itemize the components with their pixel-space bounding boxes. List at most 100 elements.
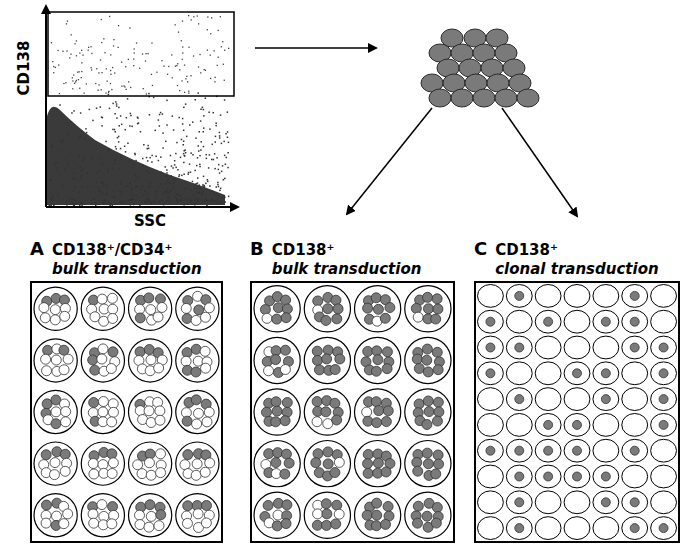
event-dot bbox=[179, 69, 180, 70]
event-dot bbox=[197, 200, 199, 202]
event-dot bbox=[133, 164, 135, 166]
event-dot bbox=[142, 53, 143, 54]
event-dot bbox=[207, 179, 209, 181]
event-dot bbox=[224, 99, 226, 101]
well bbox=[593, 285, 619, 308]
event-dot bbox=[108, 92, 109, 93]
well bbox=[176, 442, 219, 485]
event-dot bbox=[53, 72, 54, 73]
cell bbox=[434, 459, 444, 469]
well bbox=[593, 491, 619, 514]
event-dot bbox=[177, 169, 179, 171]
event-dot bbox=[181, 200, 183, 202]
well bbox=[564, 388, 590, 411]
cell bbox=[371, 366, 381, 376]
event-dot bbox=[75, 199, 77, 201]
event-dot bbox=[145, 60, 146, 61]
event-dot bbox=[64, 169, 66, 171]
cell bbox=[312, 417, 322, 427]
cell bbox=[544, 317, 553, 326]
well bbox=[405, 492, 451, 538]
event-dot bbox=[147, 160, 149, 162]
well bbox=[81, 339, 124, 382]
event-dot bbox=[191, 189, 193, 191]
event-dot bbox=[145, 202, 147, 204]
event-dot bbox=[211, 200, 213, 202]
cell bbox=[107, 519, 117, 529]
event-dot bbox=[139, 204, 141, 206]
event-dot bbox=[185, 103, 187, 105]
well bbox=[651, 310, 677, 333]
event-dot bbox=[185, 199, 187, 201]
event-dot bbox=[223, 141, 225, 143]
panel: CCD138⁺clonal transduction bbox=[474, 238, 680, 543]
event-dot bbox=[98, 187, 100, 189]
event-dot bbox=[129, 125, 131, 127]
event-dot bbox=[202, 194, 204, 196]
cell bbox=[381, 519, 391, 529]
cell bbox=[330, 398, 340, 408]
event-dot bbox=[189, 201, 191, 203]
event-dot bbox=[137, 185, 139, 187]
event-dot bbox=[135, 160, 137, 162]
event-dot bbox=[113, 39, 114, 40]
event-dot bbox=[199, 184, 201, 186]
well bbox=[535, 439, 561, 462]
cell bbox=[422, 448, 432, 458]
event-dot bbox=[75, 202, 77, 204]
event-dot bbox=[104, 52, 105, 53]
well bbox=[535, 517, 561, 540]
event-dot bbox=[191, 203, 193, 205]
cell bbox=[323, 304, 333, 314]
well bbox=[81, 287, 124, 330]
event-dot bbox=[220, 114, 222, 116]
event-dot bbox=[160, 183, 162, 185]
cell bbox=[156, 468, 166, 478]
event-dot bbox=[109, 16, 110, 17]
cell bbox=[544, 472, 553, 481]
event-dot bbox=[166, 100, 168, 102]
event-dot bbox=[174, 164, 176, 166]
event-dot bbox=[223, 179, 225, 181]
cell bbox=[413, 501, 423, 511]
event-dot bbox=[115, 146, 117, 148]
event-dot bbox=[80, 112, 82, 114]
event-dot bbox=[155, 202, 157, 204]
event-dot bbox=[202, 184, 204, 186]
event-dot bbox=[72, 203, 74, 205]
event-dot bbox=[102, 182, 104, 184]
event-dot bbox=[125, 129, 127, 131]
cell bbox=[362, 407, 372, 417]
well bbox=[622, 439, 648, 462]
event-dot bbox=[166, 189, 168, 191]
event-dot bbox=[108, 150, 110, 152]
event-dot bbox=[170, 155, 172, 157]
event-dot bbox=[180, 195, 182, 197]
well bbox=[506, 517, 532, 540]
plate-drawing bbox=[32, 283, 221, 541]
event-dot bbox=[197, 182, 199, 184]
event-dot bbox=[73, 74, 74, 75]
event-dot bbox=[122, 201, 124, 203]
event-dot bbox=[182, 21, 183, 22]
event-dot bbox=[62, 51, 63, 52]
well bbox=[478, 310, 504, 333]
event-dot bbox=[155, 156, 157, 158]
event-dot bbox=[137, 117, 139, 119]
event-dot bbox=[102, 192, 104, 194]
event-dot bbox=[67, 162, 69, 164]
well bbox=[564, 414, 590, 437]
cell bbox=[108, 407, 118, 417]
event-dot bbox=[125, 186, 127, 188]
cell bbox=[200, 346, 210, 356]
cell bbox=[51, 419, 61, 429]
event-dot bbox=[104, 202, 106, 204]
event-dot bbox=[105, 194, 107, 196]
well bbox=[593, 336, 619, 359]
cell bbox=[659, 395, 668, 404]
event-dot bbox=[169, 199, 171, 201]
event-dot bbox=[127, 98, 129, 100]
event-dot bbox=[128, 199, 130, 201]
event-dot bbox=[72, 178, 74, 180]
cell bbox=[332, 500, 342, 510]
